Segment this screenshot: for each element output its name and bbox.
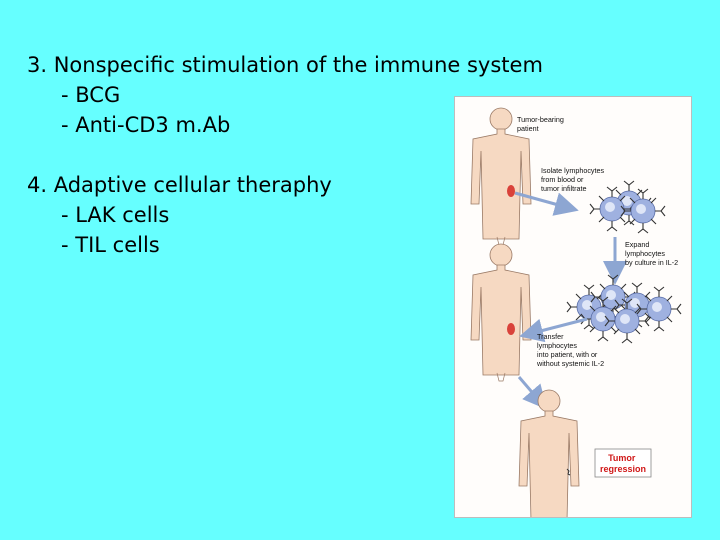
label-expand-line-3: by culture in IL-2 — [625, 258, 678, 267]
adoptive-therapy-figure: Tumor-bearing patient Isolate lymphocyte… — [454, 96, 692, 518]
label-patient-line-2: patient — [517, 124, 539, 133]
label-isolate-line-1: Isolate lymphocytes — [541, 166, 605, 175]
label-result: Tumor regression — [600, 453, 646, 474]
item-3-bullet-anti-cd3: - Anti-CD3 m.Ab — [61, 113, 231, 137]
expanded-cells — [566, 274, 682, 344]
label-expand: Expand lymphocytes by culture in IL-2 — [625, 240, 678, 267]
slide-text-block: 3. Nonspecific stimulation of the immune… — [27, 50, 543, 260]
label-transfer: Transfer lymphocytes into patient, with … — [536, 332, 604, 368]
label-isolate-line-3: tumor infiltrate — [541, 184, 587, 193]
label-transfer-line-3: into patient, with or — [537, 350, 598, 359]
regressed-tumor-mark — [566, 468, 571, 476]
isolated-cells — [589, 180, 666, 234]
item-4-bullet-lak: - LAK cells — [61, 203, 170, 227]
patient-2-figure — [470, 243, 532, 382]
tumor-mark-2 — [507, 323, 515, 335]
patient-3-figure — [518, 389, 580, 517]
label-patient: Tumor-bearing patient — [517, 115, 566, 133]
label-transfer-line-4: without systemic IL-2 — [536, 359, 604, 368]
label-transfer-line-2: lymphocytes — [537, 341, 577, 350]
label-result-line-2: regression — [600, 464, 646, 474]
label-isolate: Isolate lymphocytes from blood or tumor … — [541, 166, 606, 193]
label-result-line-1: Tumor — [608, 453, 636, 463]
tumor-mark — [507, 185, 515, 197]
patient-1-figure — [470, 107, 532, 246]
label-expand-line-2: lymphocytes — [625, 249, 665, 258]
arrow-isolate — [514, 191, 579, 216]
arrow-transfer — [519, 317, 588, 343]
result-box — [594, 448, 652, 478]
item-4-bullet-til: - TIL cells — [61, 233, 160, 257]
label-expand-line-1: Expand — [625, 240, 649, 249]
item-3-heading: 3. Nonspecific stimulation of the immune… — [27, 53, 543, 77]
item-4-heading: 4. Adaptive cellular theraphy — [27, 173, 332, 197]
label-isolate-line-2: from blood or — [541, 175, 584, 184]
figure-drawing: Tumor-bearing patient Isolate lymphocyte… — [470, 107, 682, 517]
item-3-bullet-bcg: - BCG — [61, 83, 121, 107]
label-transfer-line-1: Transfer — [537, 332, 564, 341]
label-patient-line-1: Tumor-bearing — [517, 115, 564, 124]
